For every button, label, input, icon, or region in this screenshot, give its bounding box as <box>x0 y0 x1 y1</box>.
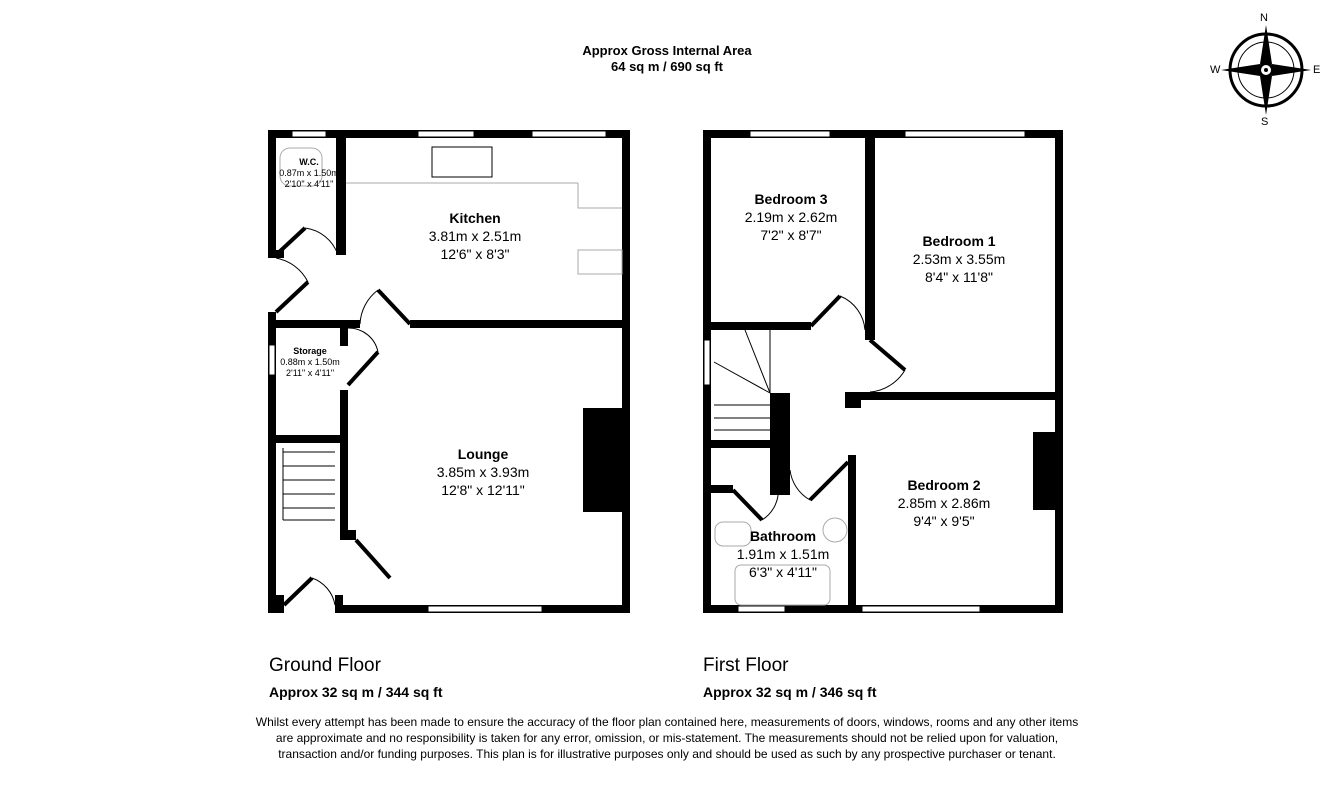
gross-area-value: 64 sq m / 690 sq ft <box>611 59 723 74</box>
room-name: Lounge <box>457 446 509 462</box>
room-imperial: 2'10" x 4'11" <box>284 179 334 189</box>
room-lounge: Lounge 3.85m x 3.93m 12'8" x 12'11" <box>408 445 558 499</box>
room-imperial: 2'11" x 4'11" <box>285 368 335 378</box>
room-imperial: 7'2" x 8'7" <box>760 227 822 243</box>
room-metric: 2.53m x 3.55m <box>912 251 1006 267</box>
room-storage: Storage 0.88m x 1.50m 2'11" x 4'11" <box>276 346 344 379</box>
room-metric: 3.85m x 3.93m <box>436 464 530 480</box>
room-bedroom-3: Bedroom 3 2.19m x 2.62m 7'2" x 8'7" <box>716 190 866 244</box>
room-metric: 0.87m x 1.50m <box>279 168 339 178</box>
first-floor-walls <box>703 130 1063 613</box>
room-imperial: 9'4" x 9'5" <box>913 513 975 529</box>
gross-area-header: Approx Gross Internal Area 64 sq m / 690… <box>467 43 867 75</box>
room-name: Bedroom 2 <box>907 477 981 493</box>
room-bathroom: Bathroom 1.91m x 1.51m 6'3" x 4'11" <box>713 527 853 581</box>
compass-south: S <box>1261 116 1269 128</box>
ground-floor-fixtures <box>274 146 623 607</box>
compass-west: W <box>1210 64 1221 76</box>
room-wc: W.C. 0.87m x 1.50m 2'10" x 4'11" <box>275 157 343 190</box>
kitchen-sink-icon <box>431 146 493 178</box>
room-imperial: 6'3" x 4'11" <box>749 564 817 580</box>
room-metric: 3.81m x 2.51m <box>428 228 522 244</box>
first-floor-title: First Floor <box>703 655 789 676</box>
disclaimer: Whilst every attempt has been made to en… <box>255 715 1079 761</box>
room-imperial: 12'6" x 8'3" <box>440 246 510 262</box>
room-name: Kitchen <box>449 210 501 226</box>
room-imperial: 8'4" x 11'8" <box>925 269 993 285</box>
room-metric: 2.19m x 2.62m <box>744 209 838 225</box>
room-name: Bathroom <box>749 528 817 544</box>
room-metric: 1.91m x 1.51m <box>736 546 830 562</box>
ground-floor-area: Approx 32 sq m / 344 sq ft <box>269 684 443 700</box>
ground-floor-title: Ground Floor <box>269 655 381 676</box>
room-bedroom-1: Bedroom 1 2.53m x 3.55m 8'4" x 11'8" <box>884 232 1034 286</box>
room-kitchen: Kitchen 3.81m x 2.51m 12'6" x 8'3" <box>400 209 550 263</box>
first-floor-area: Approx 32 sq m / 346 sq ft <box>703 684 877 700</box>
ground-floor-walls <box>268 130 630 613</box>
compass-north: N <box>1260 12 1268 24</box>
first-floor-fixtures <box>713 294 907 606</box>
room-name: Bedroom 1 <box>922 233 996 249</box>
gross-area-title: Approx Gross Internal Area <box>582 43 752 58</box>
room-name: W.C. <box>299 157 319 167</box>
compass-east: E <box>1313 64 1321 76</box>
room-name: Storage <box>293 346 327 356</box>
room-metric: 0.88m x 1.50m <box>280 357 340 367</box>
room-bedroom-2: Bedroom 2 2.85m x 2.86m 9'4" x 9'5" <box>869 476 1019 530</box>
room-name: Bedroom 3 <box>754 191 828 207</box>
room-imperial: 12'8" x 12'11" <box>441 482 525 498</box>
room-metric: 2.85m x 2.86m <box>897 495 991 511</box>
